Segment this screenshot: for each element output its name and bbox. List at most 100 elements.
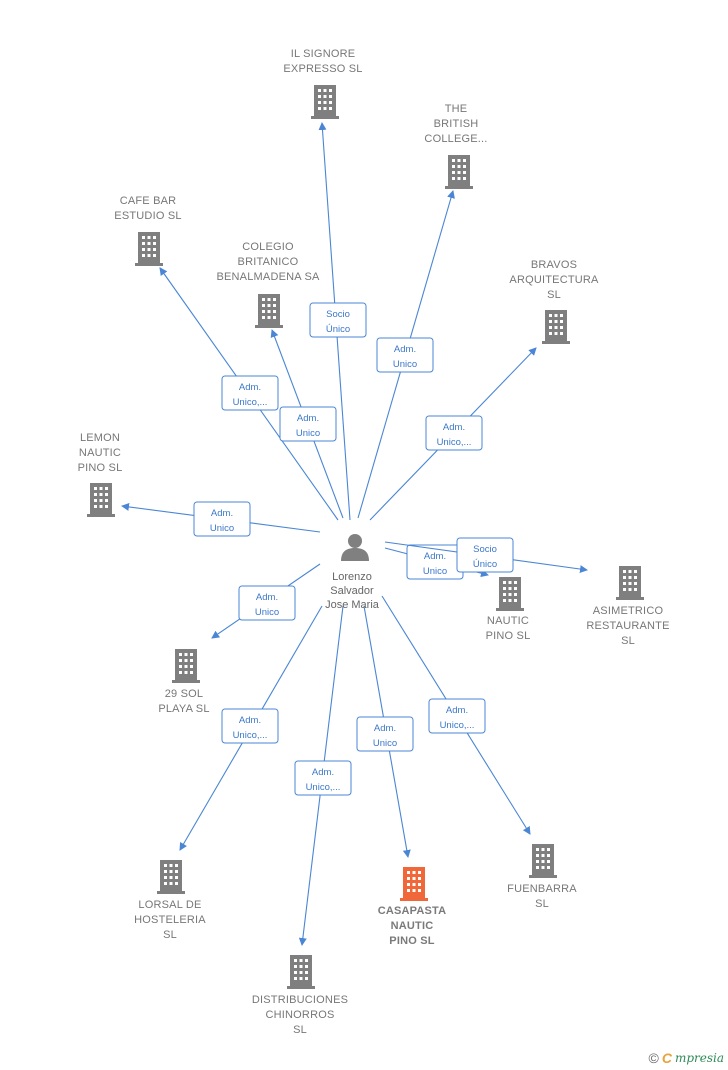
person-name-line-2: Salvador: [330, 585, 374, 597]
company-name-line: EXPRESSO SL: [283, 63, 362, 75]
relation-text: Adm.: [424, 551, 446, 562]
company-name-line: ESTUDIO SL: [114, 210, 181, 222]
relation-box: [428, 698, 486, 734]
brand-initial: C: [661, 1050, 672, 1066]
relation-text: Adm.: [312, 767, 334, 778]
relation-text: Único: [473, 559, 497, 570]
building-icon: [87, 483, 115, 517]
relation-text: Adm.: [443, 422, 465, 433]
relation-text: Socio: [473, 544, 497, 555]
building-icon: [311, 85, 339, 119]
company-node-il-signore[interactable]: IL SIGNORE EXPRESSO SL: [283, 48, 362, 119]
company-name-line: 29 SOL: [165, 688, 204, 700]
relation-label-bravos[interactable]: Adm. Unico,...: [425, 415, 483, 451]
relation-text: Adm.: [374, 723, 396, 734]
relation-box: [456, 537, 514, 573]
relation-text: Unico,...: [437, 437, 472, 448]
building-icon: [445, 155, 473, 189]
relation-text: Unico: [255, 607, 279, 618]
company-name-line: HOSTELERIA: [134, 914, 206, 926]
company-name-line: ASIMETRICO: [593, 605, 664, 617]
relation-label-casapasta[interactable]: Adm. Unico: [356, 716, 414, 752]
company-name-line: PINO SL: [78, 462, 123, 474]
company-name-line: BRITANICO: [238, 256, 299, 268]
company-node-british-college[interactable]: THEBRITISHCOLLEGE...: [424, 103, 487, 189]
company-node-cafe-bar[interactable]: CAFE BAR ESTUDIO SL: [114, 195, 182, 266]
relation-box: [279, 406, 337, 442]
relation-box: [425, 415, 483, 451]
relation-text: Unico: [373, 738, 397, 749]
edges-layer: SocioÚnicoAdm.UnicoAdm.Unico,...Adm.Unic…: [121, 122, 588, 946]
company-name-line: ARQUITECTURA: [509, 274, 599, 286]
relation-box: [238, 585, 296, 621]
company-name-line: PLAYA SL: [158, 703, 209, 715]
relation-text: Unico: [296, 428, 320, 439]
relation-box: [221, 708, 279, 744]
relation-text: Adm.: [239, 715, 261, 726]
building-icon: [287, 955, 315, 989]
relation-label-fuenbarra[interactable]: Adm.Unico,...: [428, 698, 486, 734]
relation-text: Socio: [326, 309, 350, 320]
relation-text: Unico,...: [233, 397, 268, 408]
company-name-line: DISTRIBUCIONES: [252, 994, 348, 1006]
company-name-line: BRITISH: [434, 118, 479, 130]
person-icon: [341, 534, 369, 561]
building-icon: [157, 860, 185, 894]
relation-label-29-sol[interactable]: Adm.Unico: [238, 585, 296, 621]
brand-name: mpresia: [674, 1051, 724, 1065]
relation-label-distribuciones[interactable]: Adm. Unico,...: [294, 760, 352, 796]
company-name-line: NAUTIC: [391, 920, 434, 932]
company-name-line: PINO SL: [486, 630, 531, 642]
company-node-casapasta[interactable]: CASAPASTA NAUTIC PINO SL: [378, 867, 447, 947]
company-name-line: CHINORROS: [265, 1009, 334, 1021]
company-name-line: LEMON: [80, 432, 120, 444]
company-node-fuenbarra[interactable]: FUENBARRA SL: [507, 844, 577, 910]
company-name-line: PINO SL: [389, 935, 434, 947]
company-name-line: FUENBARRA: [507, 883, 577, 895]
relation-box: [193, 501, 251, 537]
relation-box: [309, 302, 367, 338]
relation-text: Unico,...: [306, 782, 341, 793]
company-name-line: SL: [293, 1024, 307, 1036]
nodes-layer: IL SIGNORE EXPRESSO SL THEBRITISHCOLLEGE..…: [78, 48, 670, 1036]
relation-label-colegio-britanico[interactable]: Adm.Unico: [279, 406, 337, 442]
building-icon: [172, 649, 200, 683]
building-icon: [400, 867, 428, 901]
building-icon: [542, 310, 570, 344]
relation-text: Único: [326, 324, 350, 335]
relation-box: [221, 375, 279, 411]
relation-box: [294, 760, 352, 796]
relation-label-british-college[interactable]: Adm.Unico: [376, 337, 434, 373]
relation-label-lemon-nautic[interactable]: Adm.Unico: [193, 501, 251, 537]
relation-text: Unico: [423, 566, 447, 577]
company-name-line: CAFE BAR: [120, 195, 177, 207]
relation-box: [376, 337, 434, 373]
company-node-29-sol[interactable]: 29 SOL PLAYA SL: [158, 649, 209, 715]
relation-text: Adm.: [211, 508, 233, 519]
company-node-lorsal[interactable]: LORSAL DE HOSTELERIA SL: [134, 860, 206, 941]
company-name-line: IL SIGNORE: [291, 48, 356, 60]
company-name-line: SL: [535, 898, 549, 910]
company-name-line: SL: [163, 929, 177, 941]
building-icon: [255, 294, 283, 328]
company-node-distribuciones[interactable]: DISTRIBUCIONES CHINORROS SL: [252, 955, 348, 1036]
company-name-line: LORSAL DE: [138, 899, 201, 911]
relation-label-lorsal[interactable]: Adm.Unico,...: [221, 708, 279, 744]
building-icon: [616, 566, 644, 600]
center-person-node[interactable]: Lorenzo Salvador Jose Maria: [325, 534, 380, 611]
building-icon: [529, 844, 557, 878]
company-name-line: CASAPASTA: [378, 905, 447, 917]
building-icon: [496, 577, 524, 611]
relation-label-nautic-pino[interactable]: Adm. Unico: [406, 544, 464, 580]
relation-label-cafe-bar[interactable]: Adm.Unico,...: [221, 375, 279, 411]
copyright-symbol: ©: [648, 1050, 659, 1066]
